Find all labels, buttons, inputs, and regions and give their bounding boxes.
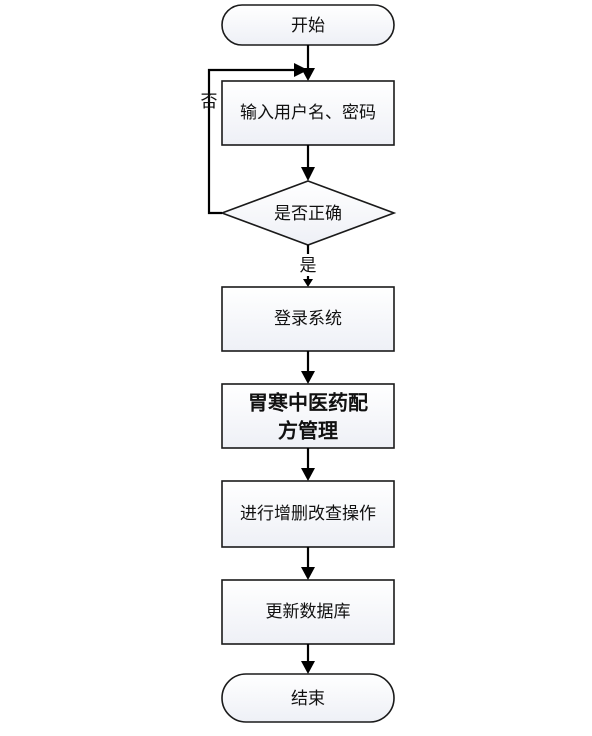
operate-node: 进行增删改查操作 [221, 480, 395, 548]
manage-label-line1: 胃寒中医药配 [248, 391, 368, 415]
end-label: 结束 [291, 689, 325, 709]
no-branch-label: 否 [201, 92, 218, 112]
decision-node: 是否正确 [219, 180, 397, 246]
connector-decision-login [303, 245, 313, 287]
manage-label-line2: 方管理 [278, 419, 338, 443]
connector-login-manage [301, 351, 315, 384]
operate-label: 进行增删改查操作 [240, 504, 376, 524]
yes-branch-label: 是 [300, 256, 317, 276]
manage-node: 胃寒中医药配 方管理 [221, 383, 395, 449]
end-node: 结束 [221, 673, 395, 723]
login-node: 登录系统 [221, 286, 395, 352]
connector-manage-operate [301, 448, 315, 481]
input-node: 输入用户名、密码 [221, 80, 395, 146]
input-label: 输入用户名、密码 [240, 103, 376, 123]
decision-label: 是否正确 [274, 204, 342, 224]
login-label: 登录系统 [274, 309, 342, 329]
update-db-label: 更新数据库 [266, 602, 351, 622]
connector-start-input [301, 45, 315, 81]
start-label: 开始 [291, 16, 325, 36]
connector-input-decision [301, 145, 315, 181]
connector-update-end [301, 644, 315, 674]
connector-no-loop [207, 63, 308, 215]
connector-operate-update [301, 547, 315, 580]
update-db-node: 更新数据库 [221, 579, 395, 645]
start-node: 开始 [221, 4, 395, 46]
